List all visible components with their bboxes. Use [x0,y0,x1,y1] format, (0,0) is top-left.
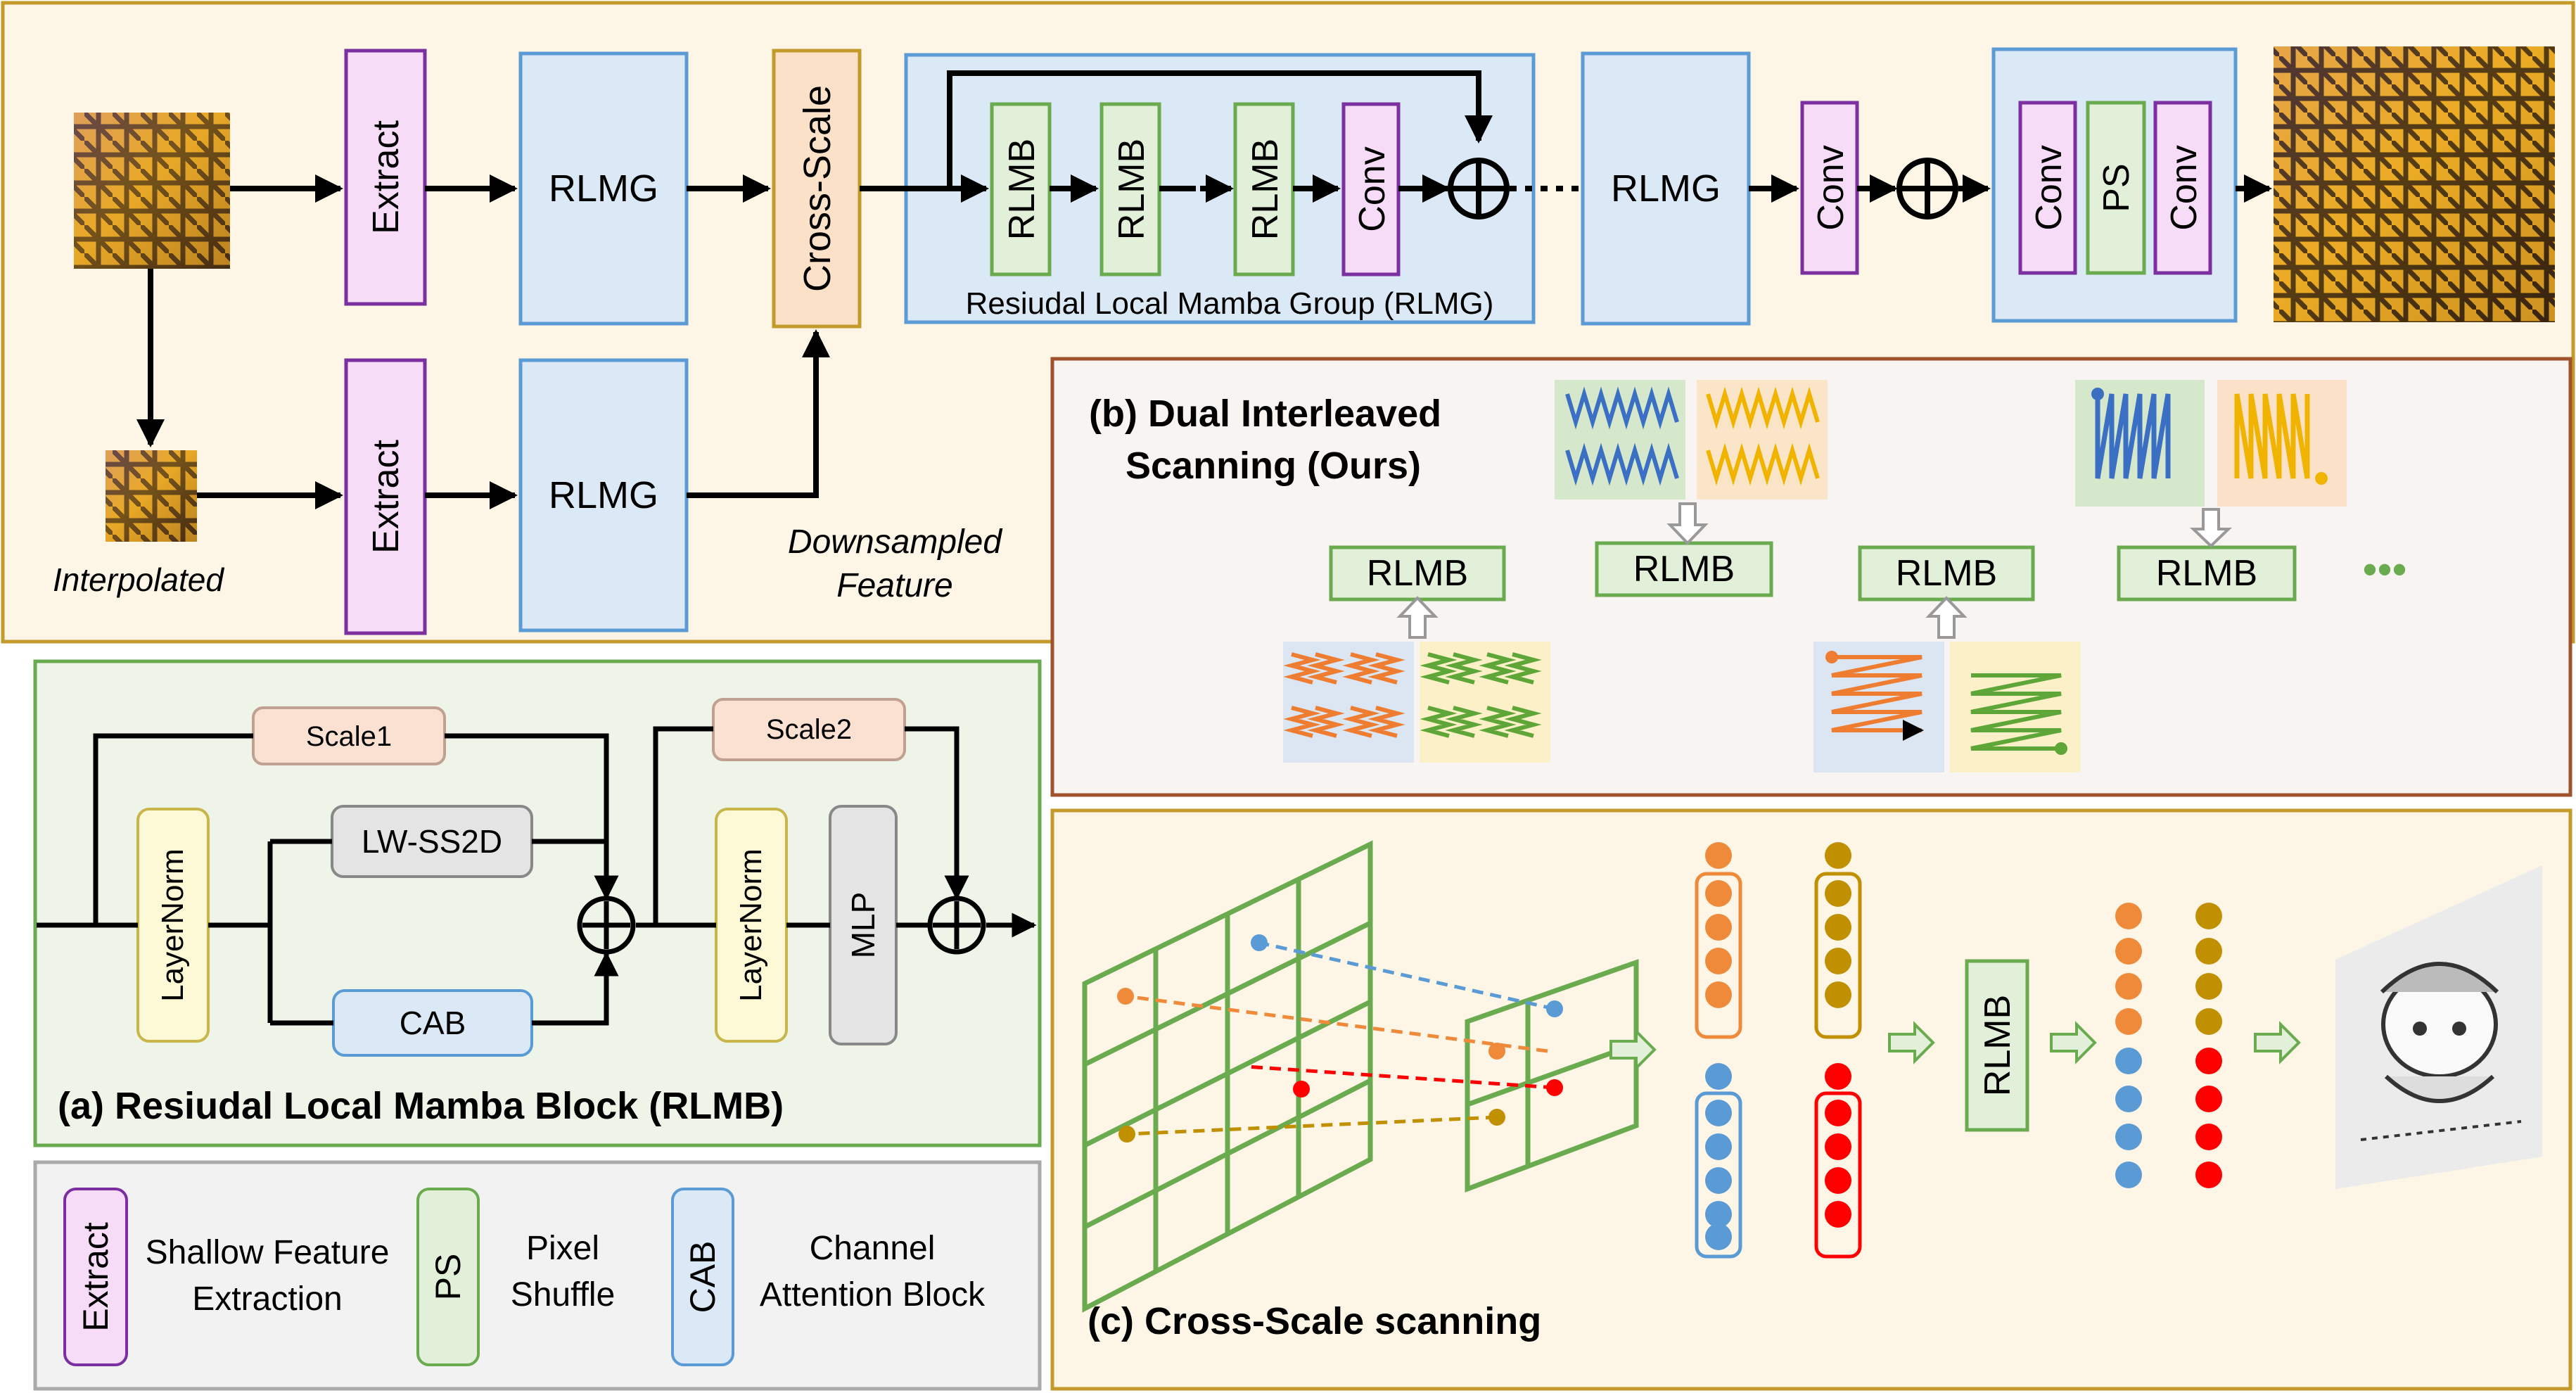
panel-b-rlmb-label-3: RLMB [1896,553,1997,594]
layernorm-label-2: LayerNorm [734,848,768,1002]
legend-cab-label: CAB [683,1241,722,1314]
input-image-interpolated [74,113,230,269]
token-dots-left [1705,842,1732,1250]
interpolated-label: Interpolated [53,561,224,598]
legend-ps-box [416,1188,480,1366]
tail-ps [2086,101,2146,275]
extract-label-bottom: Extract [366,440,407,554]
token-group-orange [1695,872,1742,1039]
tail-conv-1 [2018,101,2077,275]
scan-pattern-interleaved-blue [1555,380,1685,500]
panel-c-rlmb-box [1965,959,2029,1132]
rlmg-box-after [1581,51,1751,326]
panel-b-ellipsis: ••• [2362,546,2406,593]
group-title: Resiudal Local Mamba Group (RLMG) [966,286,1494,321]
scan-pattern-vertical-blue [2075,380,2205,507]
rlmg-label-top: RLMG [549,167,658,210]
token-group-blue [1695,1091,1742,1259]
group-conv [1341,102,1401,276]
rlmg-label-after: RLMG [1611,167,1721,210]
large-feature-grid [1082,840,1373,1313]
plus-circle-icon [1448,158,1510,220]
scan-pattern-vertical-gold [2217,380,2347,507]
panel-b-rlmb-label-2: RLMB [1633,549,1735,590]
panel-c-caption: (c) Cross-Scale scanning [1088,1300,1541,1342]
input-image-small [106,450,197,542]
group-rlmb-label-3: RLMB [1245,139,1286,240]
extract-box-top [344,49,427,306]
downsampled-label-line2: Feature [836,567,952,604]
cross-scale-box [772,49,862,329]
token-dots-right [1825,842,1851,1228]
panel-b-rlmb-label-1: RLMB [1367,553,1468,594]
rlmg-label-bottom: RLMG [549,474,658,516]
panel-b-rlmb-2 [1595,541,1773,597]
tail-ps-label: PS [2096,163,2137,212]
group-rlmb-label-1: RLMB [1002,139,1042,240]
scan-pattern-horizontal-green [1950,642,2081,772]
legend-cab-text-1: Channel [810,1230,936,1267]
group-rlmb-label-2: RLMB [1111,139,1152,240]
legend-ps-text-2: Shuffle [511,1276,616,1314]
output-token-dots [2115,903,2222,1188]
panel-b-title-line2: Scanning (Ours) [1126,445,1421,487]
output-sketch-image [2335,865,2542,1189]
small-feature-grid [1465,959,1639,1193]
cab-label: CAB [400,1005,466,1041]
scan-pattern-interleaved-green [1420,642,1550,763]
grid-dots [1117,934,1563,1143]
panel-b-rlmb-4 [2117,545,2297,602]
scan-pattern-interleaved-orange [1283,642,1414,763]
cross-scale-links [1125,941,1555,1136]
panel-c-rlmb-label: RLMB [1977,995,2018,1096]
rlmb-flow-arrows [37,726,1037,1026]
panel-c [1050,808,2572,1391]
scan-pattern-interleaved-gold [1697,380,1828,500]
conv-box-after [1800,101,1859,275]
group-conv-label: Conv [1352,146,1393,231]
token-group-red [1814,1091,1862,1259]
tail-conv-label-1: Conv [2029,145,2070,230]
tail-conv-label-2: Conv [2164,145,2205,230]
token-group-gold [1814,872,1862,1039]
downsampled-label-line1: Downsampled [788,523,1002,561]
lw-ss2d-label: LW-SS2D [362,823,502,860]
legend-cab-text-2: Attention Block [760,1276,986,1314]
panel-b-rlmb-1 [1329,545,1506,602]
tail-conv-2 [2153,101,2212,275]
rlmg-box-top [518,51,689,326]
layernorm-label-1: LayerNorm [155,848,190,1002]
group-rlmb-2 [1099,102,1161,276]
legend-ps-label: PS [428,1254,468,1301]
legend-extract-label: Extract [76,1222,115,1332]
cross-scale-label: Cross-Scale [796,85,839,292]
legend-ps-text-1: Pixel [526,1230,599,1267]
plus-circle-icon [1896,158,1958,220]
top-flow-arrows [136,70,2272,509]
group-rlmb-1 [990,102,1052,276]
rlmg-box-bottom [518,358,689,632]
legend-panel [33,1160,1042,1391]
legend-extract-box [63,1188,128,1366]
plus-circle-icon [927,896,986,955]
hollow-arrow-icon [1396,502,2232,639]
legend-extract-text-2: Extraction [192,1280,342,1318]
panel-a-caption: (a) Resiudal Local Mamba Block (RLMB) [58,1085,784,1127]
panel-b-title-line1: (b) Dual Interleaved [1089,393,1441,435]
scale2-label: Scale2 [766,714,852,745]
mlp-label: MLP [845,892,881,959]
group-rlmb-3 [1233,102,1295,276]
legend-extract-text-1: Shallow Feature [146,1234,390,1271]
conv-label-after: Conv [1811,145,1851,230]
extract-label-top: Extract [366,120,407,234]
legend-cab-box [671,1188,734,1366]
hollow-arrow-icon [1609,1021,2301,1071]
panel-b-rlmb-label-4: RLMB [2156,553,2257,594]
plus-circle-icon [577,896,636,955]
scan-pattern-horizontal-orange [1813,642,1944,772]
scale1-label: Scale1 [306,721,392,752]
output-image [2274,46,2555,322]
